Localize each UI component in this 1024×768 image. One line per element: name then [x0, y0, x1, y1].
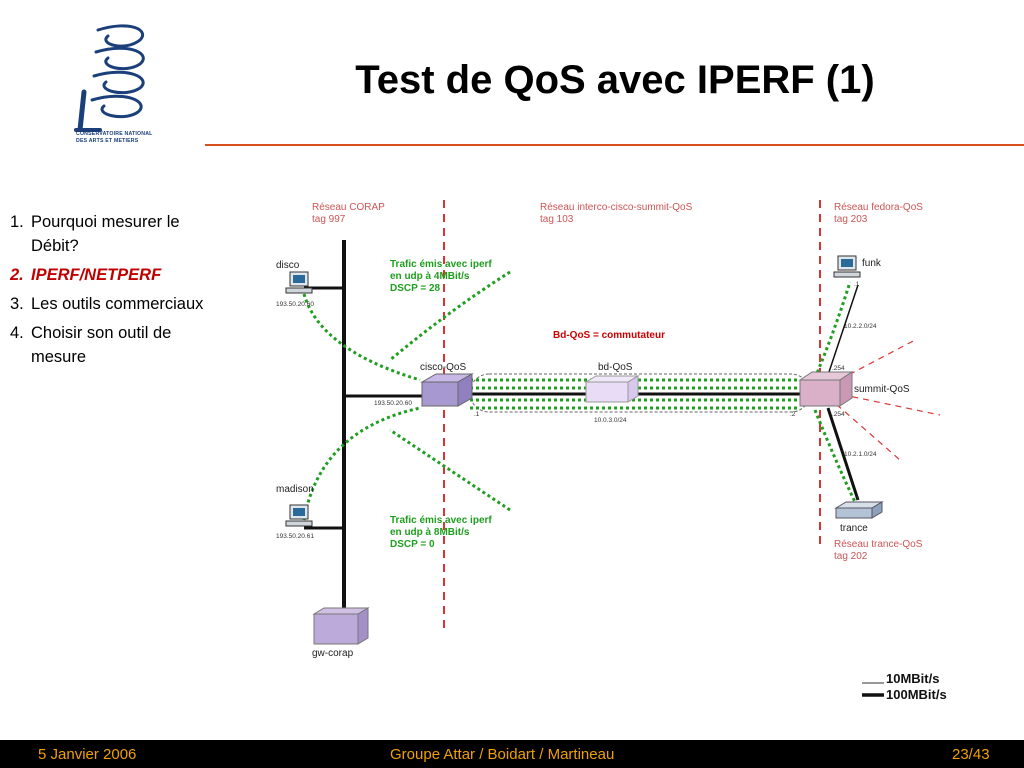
legend-thick-label: 100MBit/s [886, 687, 947, 702]
host-disco-label: disco [276, 260, 300, 271]
footer-authors: Groupe Attar / Boidart / Martineau [390, 746, 615, 763]
switch-bd-net: 10.0.3.0/24 [594, 417, 627, 424]
switch-cisco-ip: 193.50.20.60 [374, 400, 412, 407]
bdqos-note: Bd-QoS = commutateur [553, 330, 665, 341]
host-madison-ip: 193.50.20.61 [276, 533, 314, 540]
switch-summit-up: .254 [832, 365, 845, 372]
logo-subtitle-line1: CONSERVATOIRE NATIONAL [76, 131, 153, 137]
flow2-line3: DSCP = 0 [390, 539, 435, 550]
logo-subtitle-line2: DES ARTS ET METIERS [76, 138, 139, 144]
cnam-logo [70, 22, 166, 152]
cisco-qos-switch [420, 373, 474, 407]
host-madison-label: madison [276, 484, 314, 495]
footer-page-number: 23/43 [952, 746, 990, 763]
host-trance-label: trance [840, 523, 868, 534]
switch-summit-label: summit-QoS [854, 384, 910, 395]
fedora-zone-line-2 [819, 389, 941, 416]
summit-qos-switch [798, 371, 854, 407]
legend-thin-label: 10MBit/s [886, 671, 939, 686]
trance-server-icon [834, 501, 884, 519]
flow2-line2: en udp à 8MBit/s [390, 527, 470, 538]
switch-cisco-port: .1 [474, 411, 480, 418]
toc-item-pourquoi[interactable]: 1. Pourquoi mesurer le Débit? [10, 210, 210, 258]
zone-fedora-tag: tag 203 [834, 214, 868, 225]
trance-zone-line [819, 389, 901, 461]
flow-summit-funk [813, 281, 852, 379]
title-divider [205, 144, 1024, 146]
bd-qos-switch [584, 375, 640, 403]
toc-item-label: Choisir son outil de mesure [31, 324, 172, 366]
switch-cisco-label: cisco-QoS [420, 362, 466, 373]
toc-item-label: Les outils commerciaux [31, 295, 204, 313]
flow-madison-cisco [302, 406, 421, 521]
flow-annotation-1 [389, 270, 511, 362]
link-summit-trance [826, 407, 860, 501]
flow-summit-trance [813, 409, 857, 503]
link-summit-funk [827, 284, 859, 376]
toc-item-number: 3. [10, 295, 24, 313]
flow2-line1: Trafic émis avec iperf [390, 515, 492, 526]
toc-item-label: Pourquoi mesurer le Débit? [31, 213, 180, 255]
switch-summit-port: .2 [790, 411, 796, 418]
zone-trance-name: Réseau trance-QoS [834, 539, 923, 550]
logo-subtitle: CONSERVATOIRE NATIONAL DES ARTS ET METIE… [76, 131, 153, 145]
toc-item-choisir[interactable]: 4. Choisir son outil de mesure [10, 321, 210, 369]
toc-item-number: 4. [10, 324, 24, 342]
disco-computer-icon [285, 271, 313, 294]
toc-item-label: IPERF/NETPERF [31, 266, 162, 284]
slide-footer: 5 Janvier 2006 Groupe Attar / Boidart / … [0, 740, 1024, 768]
zone-interco-tag: tag 103 [540, 214, 574, 225]
flow-annotation-2 [389, 428, 511, 512]
switch-bd-label: bd-QoS [598, 362, 633, 373]
gw-corap-switch [312, 607, 370, 645]
toc-item-iperf[interactable]: 2. IPERF/NETPERF [10, 263, 210, 287]
toc-item-outils[interactable]: 3. Les outils commerciaux [10, 292, 210, 316]
zone-interco-name: Réseau interco-cisco-summit-QoS [540, 202, 693, 213]
footer-date: 5 Janvier 2006 [38, 746, 137, 763]
zone-trance-tag: tag 202 [834, 551, 868, 562]
net-trance: 10.2.1.0/24 [844, 451, 877, 458]
fedora-zone-line-1 [819, 339, 916, 391]
flow1-line3: DSCP = 28 [390, 283, 441, 294]
flow1-line2: en udp à 4MBit/s [390, 271, 470, 282]
host-funk-suffix: .1 [854, 281, 860, 288]
host-gw-label: gw-corap [312, 648, 354, 659]
network-diagram: Réseau CORAP tag 997 Réseau interco-cisc… [260, 190, 1024, 710]
zone-corap-tag: tag 997 [312, 214, 346, 225]
cnam-logo-mark [74, 24, 145, 133]
toc-item-number: 1. [10, 213, 24, 231]
zone-fedora-name: Réseau fedora-QoS [834, 202, 923, 213]
flow1-line1: Trafic émis avec iperf [390, 259, 492, 270]
net-fedora: 10.2.2.0/24 [844, 323, 877, 330]
toc-item-number: 2. [10, 266, 24, 284]
madison-computer-icon [285, 504, 313, 527]
table-of-contents: 1. Pourquoi mesurer le Débit? 2. IPERF/N… [10, 210, 210, 374]
switch-summit-down: .254 [832, 411, 845, 418]
host-trance-suffix: .1 [854, 495, 860, 502]
flow-disco-cisco [302, 293, 421, 382]
network-diagram-svg: Réseau CORAP tag 997 Réseau interco-cisc… [276, 200, 947, 702]
funk-computer-icon [833, 255, 861, 278]
host-funk-label: funk [862, 258, 882, 269]
slide-title: Test de QoS avec IPERF (1) [355, 58, 875, 102]
zone-corap-name: Réseau CORAP [312, 202, 385, 213]
host-disco-ip: 193.50.20.60 [276, 301, 314, 308]
